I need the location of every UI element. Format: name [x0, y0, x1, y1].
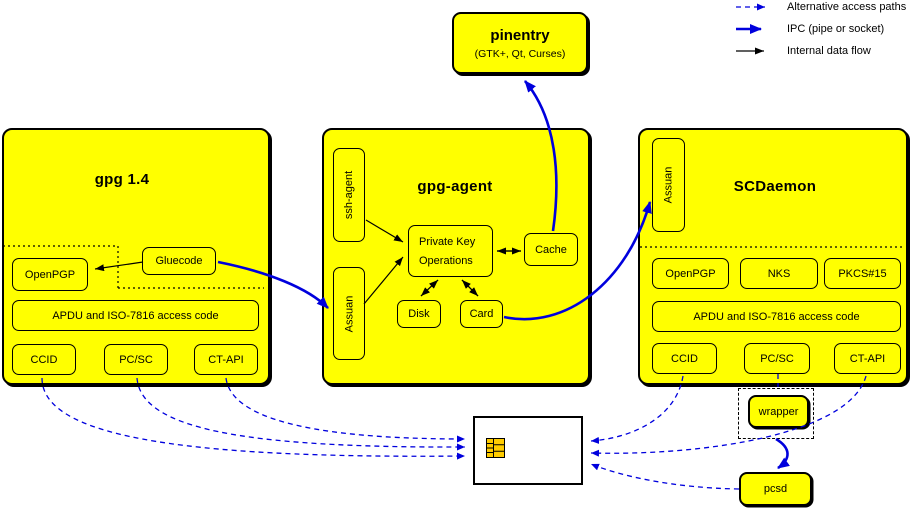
card-node: Card: [460, 300, 503, 328]
scdaemon-apdu-label: APDU and ISO-7816 access code: [693, 310, 860, 323]
legend-label-ipc: IPC (pipe or socket): [787, 23, 885, 35]
scdaemon-pcsc-node: PC/SC: [744, 343, 810, 374]
wrapper-label: wrapper: [758, 405, 799, 418]
disk-label: Disk: [408, 308, 430, 320]
gpg14-pcsc-label: PC/SC: [119, 353, 153, 366]
private-key-operations-node: Private Key Operations: [408, 225, 493, 277]
pko-line2: Operations: [419, 254, 473, 267]
gpg-agent-assuan-node: Assuan: [333, 267, 365, 360]
gpg14-apdu-label: APDU and ISO-7816 access code: [52, 309, 219, 322]
gpg14-ccid-label: CCID: [30, 353, 58, 366]
pko-line1: Private Key: [419, 235, 476, 248]
scdaemon-nks-node: NKS: [740, 258, 818, 289]
scdaemon-ccid-node: CCID: [652, 343, 717, 374]
gpg14-openpgp-node: OpenPGP: [12, 258, 88, 291]
gpg14-gluecode-label: Gluecode: [155, 255, 203, 267]
card-label: Card: [469, 308, 494, 320]
pinentry-node: pinentry (GTK+, Qt, Curses): [452, 12, 588, 74]
pcsd-label: pcsd: [763, 483, 788, 495]
scdaemon-apdu-node: APDU and ISO-7816 access code: [652, 301, 901, 332]
scdaemon-openpgp-label: OpenPGP: [665, 267, 716, 280]
ssh-agent-label: ssh-agent: [343, 170, 355, 220]
cache-label: Cache: [535, 243, 567, 256]
gpg14-ctapi-node: CT-API: [194, 344, 258, 375]
smartcard: [473, 416, 583, 485]
disk-node: Disk: [397, 300, 441, 328]
gpg14-container: [2, 128, 270, 385]
pinentry-subtitle: (GTK+, Qt, Curses): [474, 47, 566, 60]
scdaemon-pcsc-label: PC/SC: [760, 352, 794, 365]
scdaemon-ccid-label: CCID: [671, 352, 698, 365]
scdaemon-assuan-label: Assuan: [662, 166, 675, 204]
scdaemon-title: SCDaemon: [733, 178, 817, 195]
pcsd-node: pcsd: [739, 472, 812, 506]
gpg14-ccid-node: CCID: [12, 344, 76, 375]
gpg14-openpgp-label: OpenPGP: [24, 268, 76, 281]
scdaemon-openpgp-node: OpenPGP: [652, 258, 729, 289]
cache-node: Cache: [524, 233, 578, 266]
gpg-agent-ssh-agent-node: ssh-agent: [333, 148, 365, 242]
scdaemon-nks-label: NKS: [767, 267, 791, 280]
gpg-agent-title: gpg-agent: [417, 178, 493, 195]
pinentry-title: pinentry: [490, 26, 550, 44]
smartcard-chip-icon: [486, 438, 505, 458]
wrapper-node: wrapper: [748, 395, 809, 428]
scdaemon-pkcs15-label: PKCS#15: [838, 267, 887, 280]
scdaemon-ctapi-label: CT-API: [849, 352, 886, 365]
scdaemon-assuan-node: Assuan: [652, 138, 685, 232]
gpg14-gluecode-node: Gluecode: [142, 247, 216, 275]
gpg14-ctapi-label: CT-API: [208, 353, 244, 366]
gpg14-apdu-node: APDU and ISO-7816 access code: [12, 300, 259, 331]
scdaemon-pkcs15-node: PKCS#15: [824, 258, 901, 289]
legend-label-internal: Internal data flow: [787, 45, 871, 57]
gpg14-title: gpg 1.4: [94, 171, 150, 188]
scdaemon-ctapi-node: CT-API: [834, 343, 901, 374]
legend-label-alternative: Alternative access paths: [787, 1, 907, 13]
gpg14-pcsc-node: PC/SC: [104, 344, 168, 375]
gpg-agent-assuan-label: Assuan: [343, 295, 356, 332]
